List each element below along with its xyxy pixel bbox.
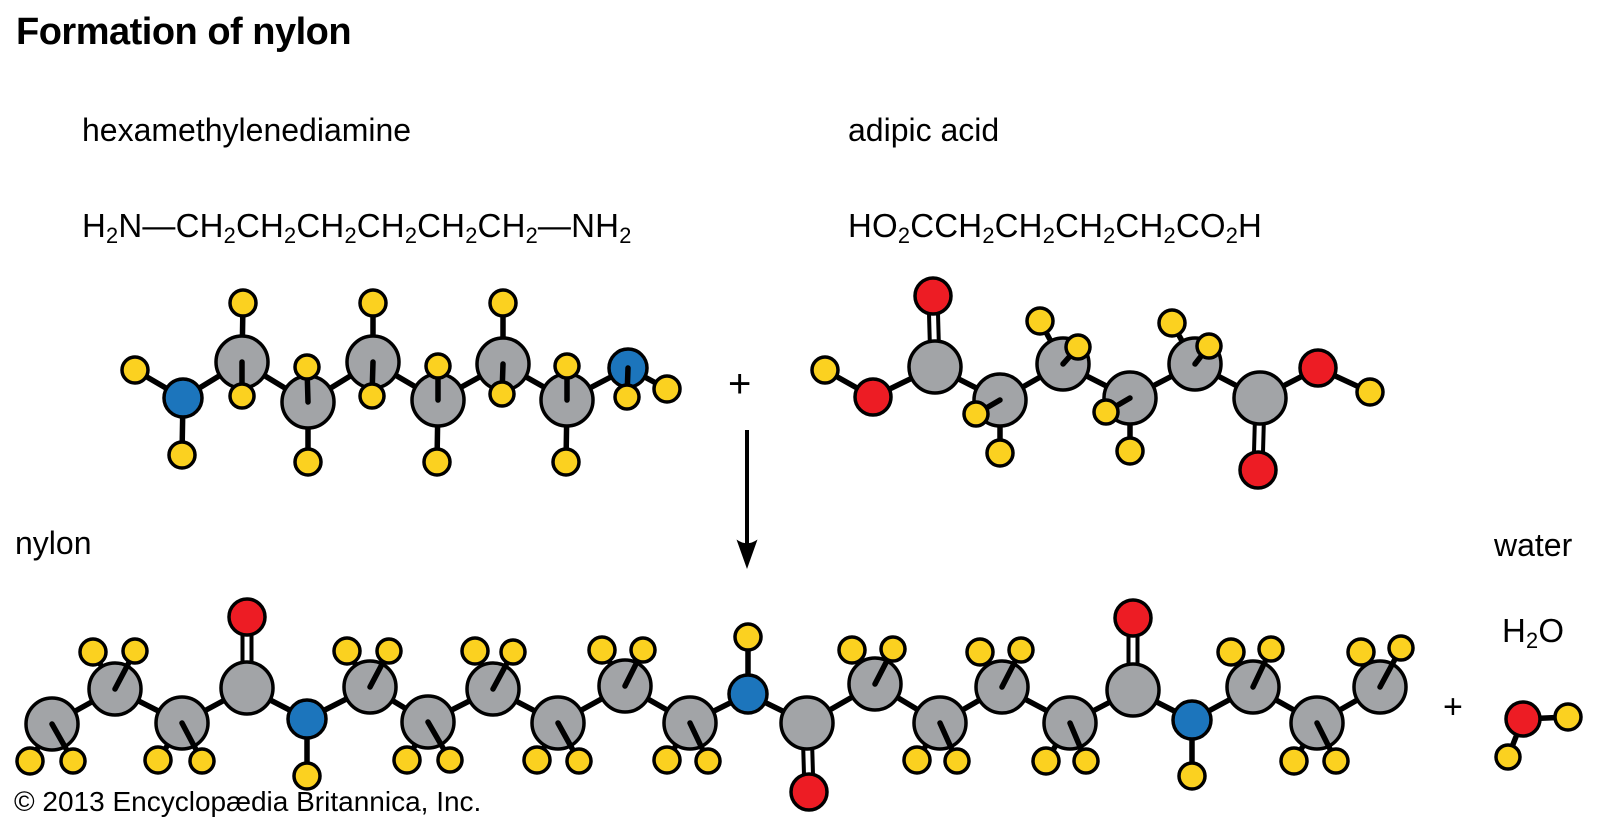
plus-operator-top: +: [728, 362, 752, 406]
formula-hexamethylenediamine: H2N—CH2CH2CH2CH2CH2CH2—NH2: [82, 207, 632, 249]
molecule-water: [1494, 700, 1583, 771]
molecule-nylon: [15, 597, 1415, 812]
molecule-hexamethylenediamine: [120, 288, 682, 477]
copyright-notice: © 2013 Encyclopædia Britannica, Inc.: [14, 786, 482, 817]
label-adipic-acid: adipic acid: [848, 112, 1000, 148]
plus-operator-bottom: +: [1443, 688, 1463, 726]
label-nylon: nylon: [15, 525, 92, 561]
formula-adipic-acid: HO2CCH2CH2CH2CH2CO2H: [848, 207, 1263, 249]
page-title: Formation of nylon: [16, 11, 352, 53]
label-hexamethylenediamine: hexamethylenediamine: [82, 112, 412, 148]
molecule-adipic-acid: [810, 276, 1385, 490]
label-water: water: [1494, 527, 1573, 563]
reaction-arrow: [736, 430, 758, 569]
formula-water: H2O: [1502, 612, 1565, 654]
